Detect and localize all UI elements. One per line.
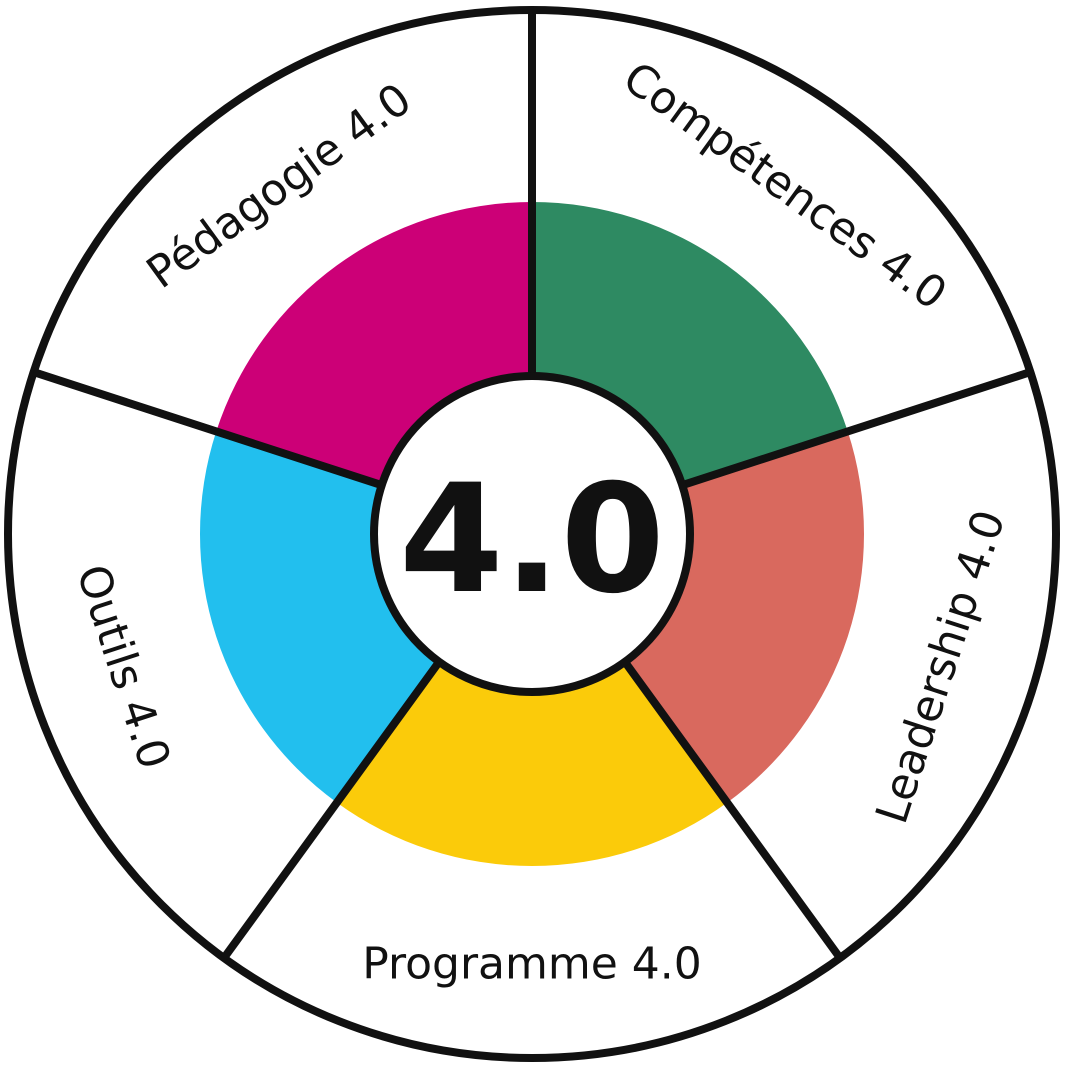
divider-line <box>220 659 443 961</box>
sector-3 <box>336 661 728 866</box>
divider-line <box>621 659 844 961</box>
divider-line <box>681 368 1032 489</box>
center-label: 4.0 <box>399 453 665 627</box>
colored-ring <box>200 202 864 866</box>
center-circle <box>370 372 694 696</box>
segment-label: Programme 4.0 <box>362 939 702 990</box>
divider-line <box>32 368 383 489</box>
sector-1 <box>532 202 848 486</box>
sector-2 <box>624 431 864 803</box>
sector-4 <box>200 431 440 803</box>
sector-5 <box>216 202 532 486</box>
segment-dividers <box>32 10 1032 961</box>
segment-label: Outils 4.0 <box>66 559 180 776</box>
